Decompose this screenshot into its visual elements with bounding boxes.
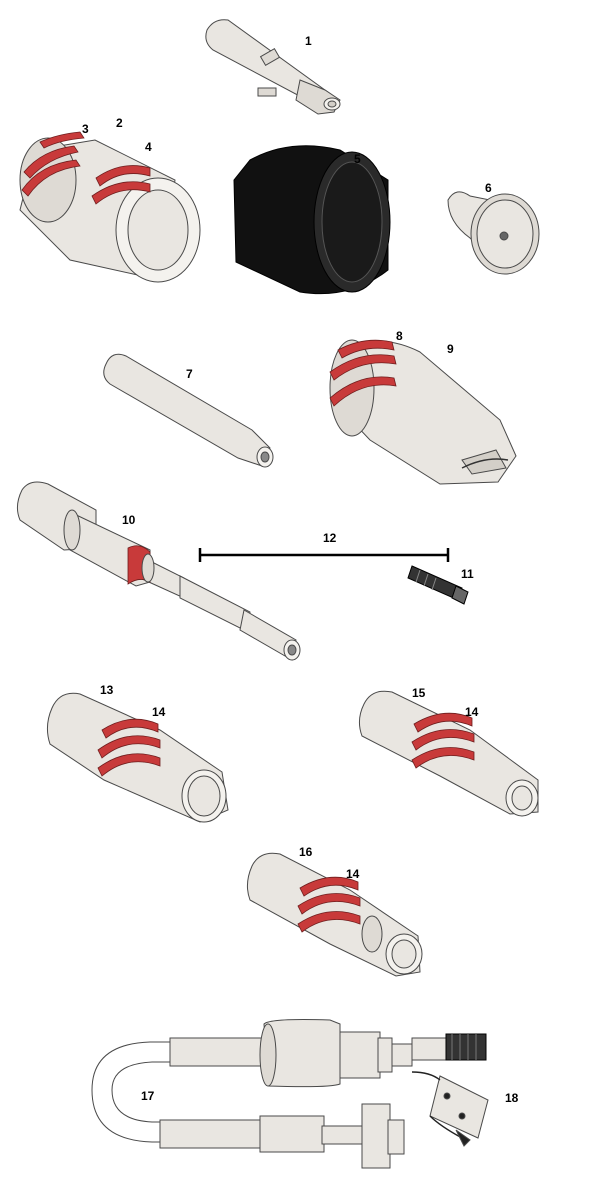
part-11-screw: [407, 565, 469, 605]
part-18-bracket: [411, 1071, 489, 1147]
label-part-2: 2: [116, 116, 123, 130]
label-part-16: 16: [299, 845, 313, 859]
label-part-14-c: 14: [346, 867, 360, 881]
label-part-14-a: 14: [152, 705, 166, 719]
part-13-fitting: [46, 692, 229, 823]
part-17-hose-assembly: [91, 1019, 487, 1169]
label-part-6: 6: [485, 181, 492, 195]
label-part-14-b: 14: [465, 705, 479, 719]
part-16-fitting: [246, 852, 423, 977]
label-part-17: 17: [141, 1089, 155, 1103]
label-part-11: 11: [461, 567, 474, 581]
part-15-fitting: [358, 690, 539, 817]
label-part-7: 7: [186, 367, 193, 381]
part-12-dimension-bar: [198, 548, 450, 562]
label-part-15: 15: [412, 686, 426, 700]
part-6-funnel: [447, 191, 540, 275]
label-part-5: 5: [354, 152, 361, 166]
part-9-conical-head: [329, 339, 517, 485]
part-2-coupling-body: [19, 131, 201, 283]
label-part-13: 13: [100, 683, 114, 697]
label-part-4: 4: [145, 140, 152, 154]
label-part-1: 1: [305, 34, 312, 48]
label-part-12: 12: [323, 531, 337, 545]
part-1-nozzle: [205, 19, 341, 115]
label-part-8: 8: [396, 329, 403, 343]
part-10-stepped-rod: [16, 481, 301, 661]
part-5-black-sleeve: [233, 145, 391, 295]
label-part-18: 18: [505, 1091, 519, 1105]
label-part-3: 3: [82, 122, 89, 136]
label-part-10: 10: [122, 513, 136, 527]
label-part-9: 9: [447, 342, 454, 356]
part-7-tapered-tube: [103, 353, 274, 468]
